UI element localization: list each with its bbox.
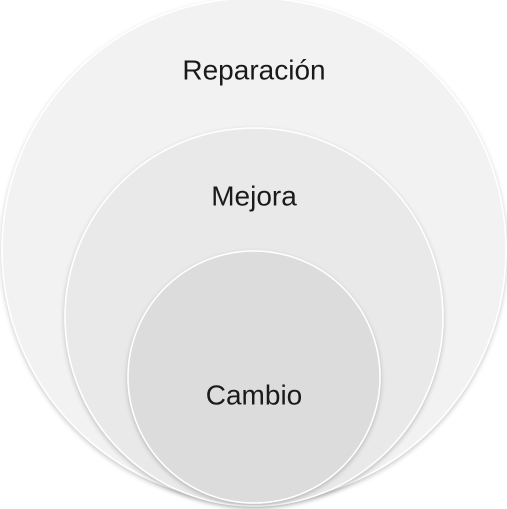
inner-circle-cambio [127, 250, 381, 504]
label-cambio: Cambio [206, 379, 302, 410]
label-reparacion: Reparación [182, 54, 325, 85]
label-mejora: Mejora [211, 180, 297, 211]
